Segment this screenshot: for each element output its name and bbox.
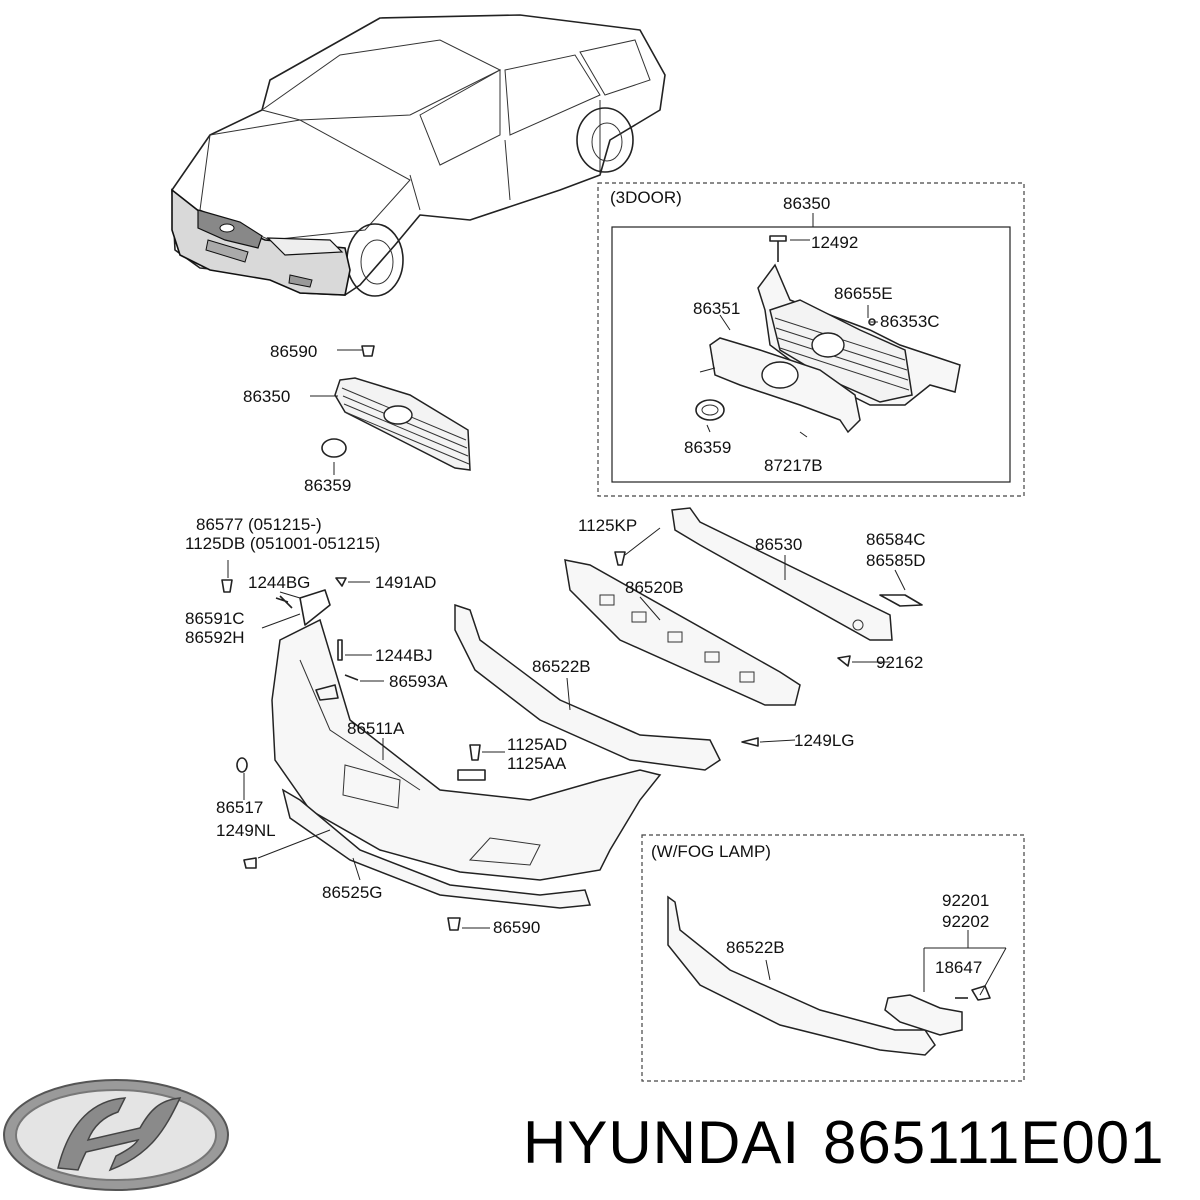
label-86353C: 86353C [880, 312, 940, 331]
label-1125DB: 1125DB (051001-051215) [185, 534, 380, 553]
part-labels: (3DOOR) 86350 12492 86655E 86351 86353C … [185, 188, 989, 977]
label-86350-mid: 86350 [243, 387, 290, 406]
label-86585D: 86585D [866, 551, 926, 570]
label-86359-top: 86359 [684, 438, 731, 457]
label-1125AD: 1125AD [507, 735, 567, 754]
label-92201: 92201 [942, 891, 989, 910]
hyundai-logo [3, 1079, 229, 1191]
label-1491AD: 1491AD [375, 573, 436, 592]
label-86517: 86517 [216, 798, 263, 817]
label-86593A: 86593A [389, 672, 448, 691]
label-86577: 86577 (051215-) [196, 515, 322, 534]
bumper-assembly [221, 507, 923, 931]
label-86525G: 86525G [322, 883, 383, 902]
label-92162: 92162 [876, 653, 923, 672]
part-number: 865111E001 [823, 1109, 1164, 1176]
label-86584C: 86584C [866, 530, 926, 549]
hyundai-emblem-icon [57, 1097, 182, 1172]
label-86511A: 86511A [347, 719, 405, 738]
label-86520B: 86520B [625, 578, 684, 597]
label-18647: 18647 [935, 958, 982, 977]
label-86359-mid: 86359 [304, 476, 351, 495]
label-86591C: 86591C [185, 609, 245, 628]
label-1125AA: 1125AA [507, 754, 567, 773]
label-86351: 86351 [693, 299, 740, 318]
section-fog-lamp [641, 834, 1025, 1082]
label-86522B-main: 86522B [532, 657, 591, 676]
label-86590-top: 86590 [270, 342, 317, 361]
label-fog-lamp: (W/FOG LAMP) [651, 842, 771, 861]
section-3door [597, 182, 1025, 497]
label-86522B-fog: 86522B [726, 938, 785, 957]
label-86530: 86530 [755, 535, 802, 554]
brand-name: HYUNDAI [523, 1109, 800, 1176]
label-86590-bot: 86590 [493, 918, 540, 937]
label-1125KP: 1125KP [578, 516, 637, 535]
label-1249NL: 1249NL [216, 821, 276, 840]
label-1244BJ: 1244BJ [375, 646, 433, 665]
label-86592H: 86592H [185, 628, 245, 647]
label-1244BG: 1244BG [248, 573, 310, 592]
radiator-grille [310, 345, 471, 475]
label-87217B: 87217B [764, 456, 823, 475]
car-illustration [171, 14, 666, 297]
label-86350-top: 86350 [783, 194, 830, 213]
label-92202: 92202 [942, 912, 989, 931]
label-1249LG: 1249LG [794, 731, 855, 750]
label-12492: 12492 [811, 233, 858, 252]
label-86655E: 86655E [834, 284, 893, 303]
label-3door: (3DOOR) [610, 188, 682, 207]
